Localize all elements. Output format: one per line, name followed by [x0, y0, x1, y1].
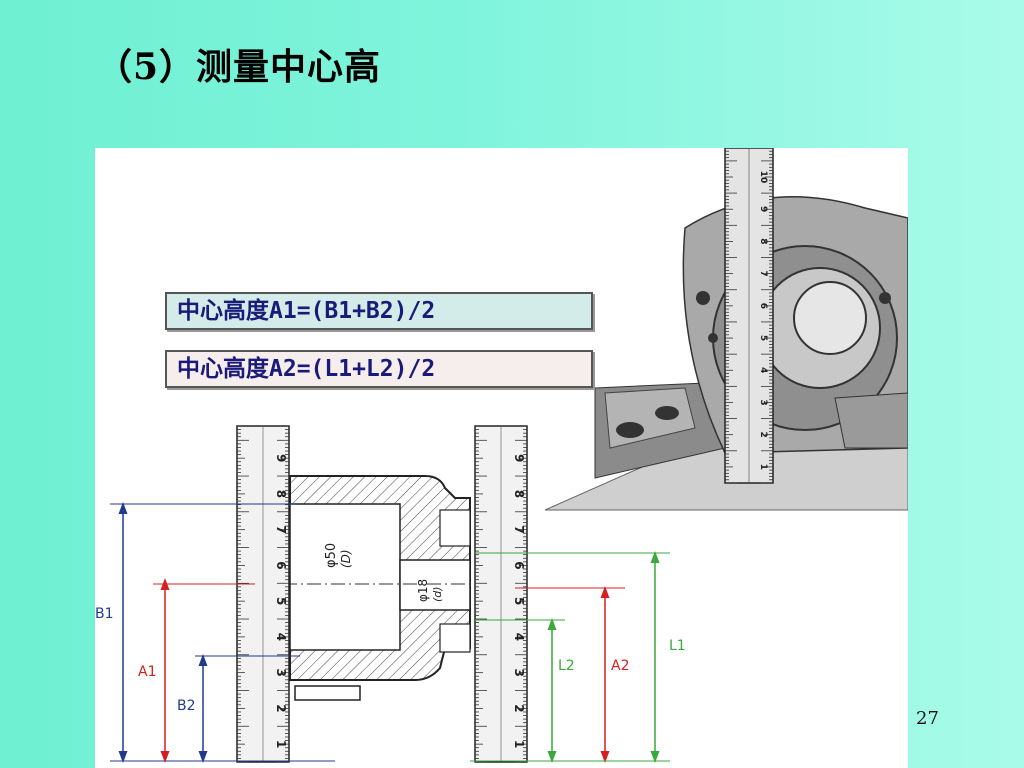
label-b2: B2 [177, 698, 196, 714]
page-number: 27 [916, 708, 939, 729]
ruler-label: 1 [512, 740, 526, 748]
ruler-label: 4 [758, 367, 768, 373]
figure-panel: 1 2 3 4 5 6 7 8 9 10 中心高度A1=(B1+B2)/2 中心高度A2=(L1+… [95, 148, 908, 768]
ruler-label: 8 [512, 490, 526, 498]
ruler-label: 5 [512, 597, 526, 605]
photo-illustration: 1 2 3 4 5 6 7 8 9 10 [544, 148, 908, 511]
label-l1: L1 [669, 638, 686, 654]
ruler-label: 8 [758, 238, 768, 244]
photo-ruler: 1 2 3 4 5 6 7 8 9 10 [724, 148, 774, 484]
ruler-label: 4 [274, 633, 288, 641]
ruler-label: 3 [274, 668, 288, 676]
bore-small-label: φ18 [416, 579, 430, 602]
ruler-label: 9 [512, 454, 526, 462]
large-bore [289, 503, 401, 651]
small-bore [399, 559, 471, 611]
ruler-label: 1 [758, 464, 768, 470]
bore-large-label: φ50 [324, 543, 339, 568]
bore-large-sub: (D) [339, 549, 353, 568]
right-ruler: 1 2 3 4 5 6 7 8 9 [474, 425, 528, 763]
ruler-label: 10 [758, 171, 768, 184]
ruler-label: 3 [512, 668, 526, 676]
ruler-label: 2 [512, 704, 526, 712]
ruler-label: 4 [512, 633, 526, 641]
ruler-label: 1 [274, 740, 288, 748]
cross-section-drawing: φ50 (D) φ18 (d) 1 2 3 4 5 6 7 8 9 1 2 3 4 5 6 7 8 9 B1 B… [95, 425, 686, 763]
ruler-label: 7 [758, 270, 768, 276]
label-b1: B1 [95, 606, 114, 622]
ruler-label: 2 [274, 704, 288, 712]
label-l2: L2 [558, 658, 575, 674]
slide-title: （5）测量中心高 [96, 46, 382, 88]
ruler-label: 7 [512, 525, 526, 533]
label-a2: A2 [611, 658, 629, 674]
ruler-label: 9 [758, 206, 768, 212]
bore-small-sub: (d) [431, 586, 444, 602]
ruler-label: 6 [274, 561, 288, 569]
ruler-label: 3 [758, 399, 768, 405]
ruler-label: 6 [758, 303, 768, 309]
ruler-label: 9 [274, 454, 288, 462]
ruler-label: 5 [758, 335, 768, 341]
formula-a1: 中心高度A1=(B1+B2)/2 [165, 292, 593, 330]
formula-a2: 中心高度A2=(L1+L2)/2 [165, 350, 593, 388]
label-a1: A1 [138, 664, 156, 680]
ruler-label: 7 [274, 525, 288, 533]
ruler-label: 8 [274, 490, 288, 498]
ruler-label: 6 [512, 561, 526, 569]
ruler-label: 5 [274, 597, 288, 605]
ruler-label: 2 [758, 432, 768, 438]
left-ruler: 1 2 3 4 5 6 7 8 9 [236, 425, 290, 763]
